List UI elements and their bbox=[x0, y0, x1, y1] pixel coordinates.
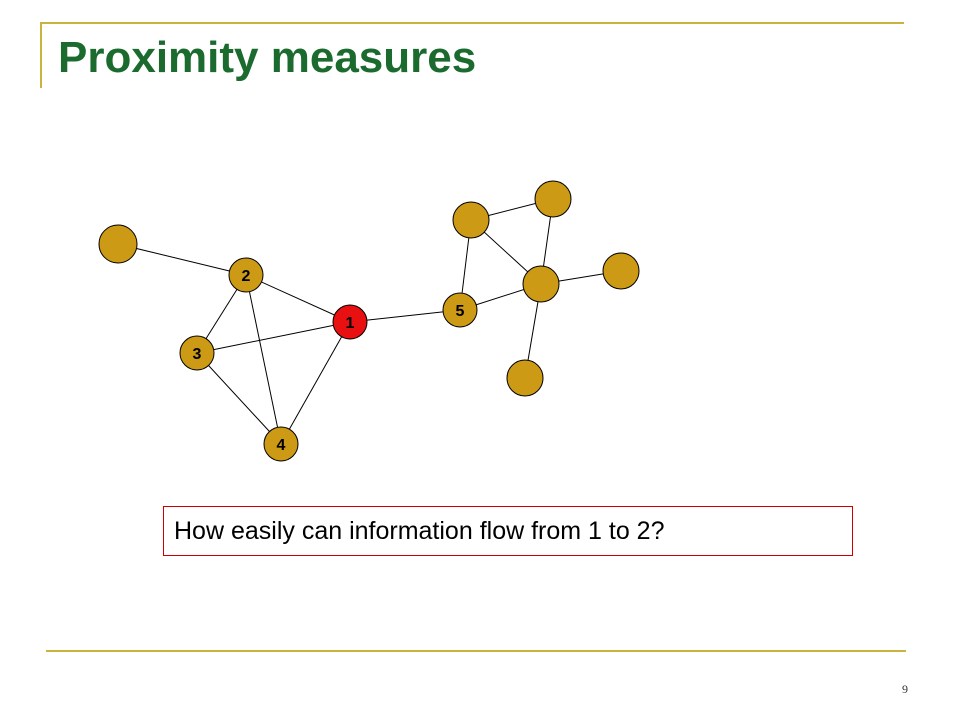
page-number: 9 bbox=[902, 682, 908, 696]
node-tri-top-right bbox=[534, 180, 572, 218]
node-leaf-left bbox=[98, 224, 138, 264]
node-circle bbox=[179, 335, 215, 371]
node-tri-top-left bbox=[452, 201, 490, 239]
node-leaf-bottom bbox=[506, 359, 544, 397]
edge-n3-n1 bbox=[196, 321, 351, 354]
node-n3: 3 bbox=[179, 335, 215, 371]
node-circle bbox=[452, 201, 490, 239]
edge-leaf-left-n2 bbox=[117, 243, 247, 276]
node-circle bbox=[534, 180, 572, 218]
node-circle bbox=[228, 257, 264, 293]
node-circle bbox=[442, 292, 478, 328]
question-text: How easily can information flow from 1 t… bbox=[174, 516, 665, 545]
edge-n1-n5 bbox=[349, 309, 461, 323]
frame-left-rule bbox=[40, 22, 42, 88]
edge-n2-n1 bbox=[245, 274, 351, 323]
node-n2: 2 bbox=[228, 257, 264, 293]
node-label: 3 bbox=[193, 346, 202, 363]
footer-rule bbox=[46, 650, 906, 652]
edge-n4-n1 bbox=[280, 321, 351, 445]
node-hub bbox=[522, 265, 560, 303]
node-circle bbox=[263, 426, 299, 462]
node-n4: 4 bbox=[263, 426, 299, 462]
question-box: How easily can information flow from 1 t… bbox=[163, 506, 853, 556]
node-label: 1 bbox=[346, 315, 355, 332]
node-n1: 1 bbox=[332, 304, 368, 340]
node-circle bbox=[522, 265, 560, 303]
node-circle bbox=[98, 224, 138, 264]
node-circle bbox=[506, 359, 544, 397]
edge-n2-n4 bbox=[245, 274, 282, 445]
node-label: 4 bbox=[277, 437, 286, 454]
frame-top-rule bbox=[40, 22, 904, 24]
edge-n3-n4 bbox=[196, 352, 282, 445]
node-label: 2 bbox=[242, 268, 251, 285]
node-label: 5 bbox=[456, 303, 465, 320]
node-n5: 5 bbox=[442, 292, 478, 328]
node-circle bbox=[602, 252, 640, 290]
slide-title: Proximity measures bbox=[58, 33, 477, 82]
node-circle bbox=[332, 304, 368, 340]
node-leaf-right bbox=[602, 252, 640, 290]
